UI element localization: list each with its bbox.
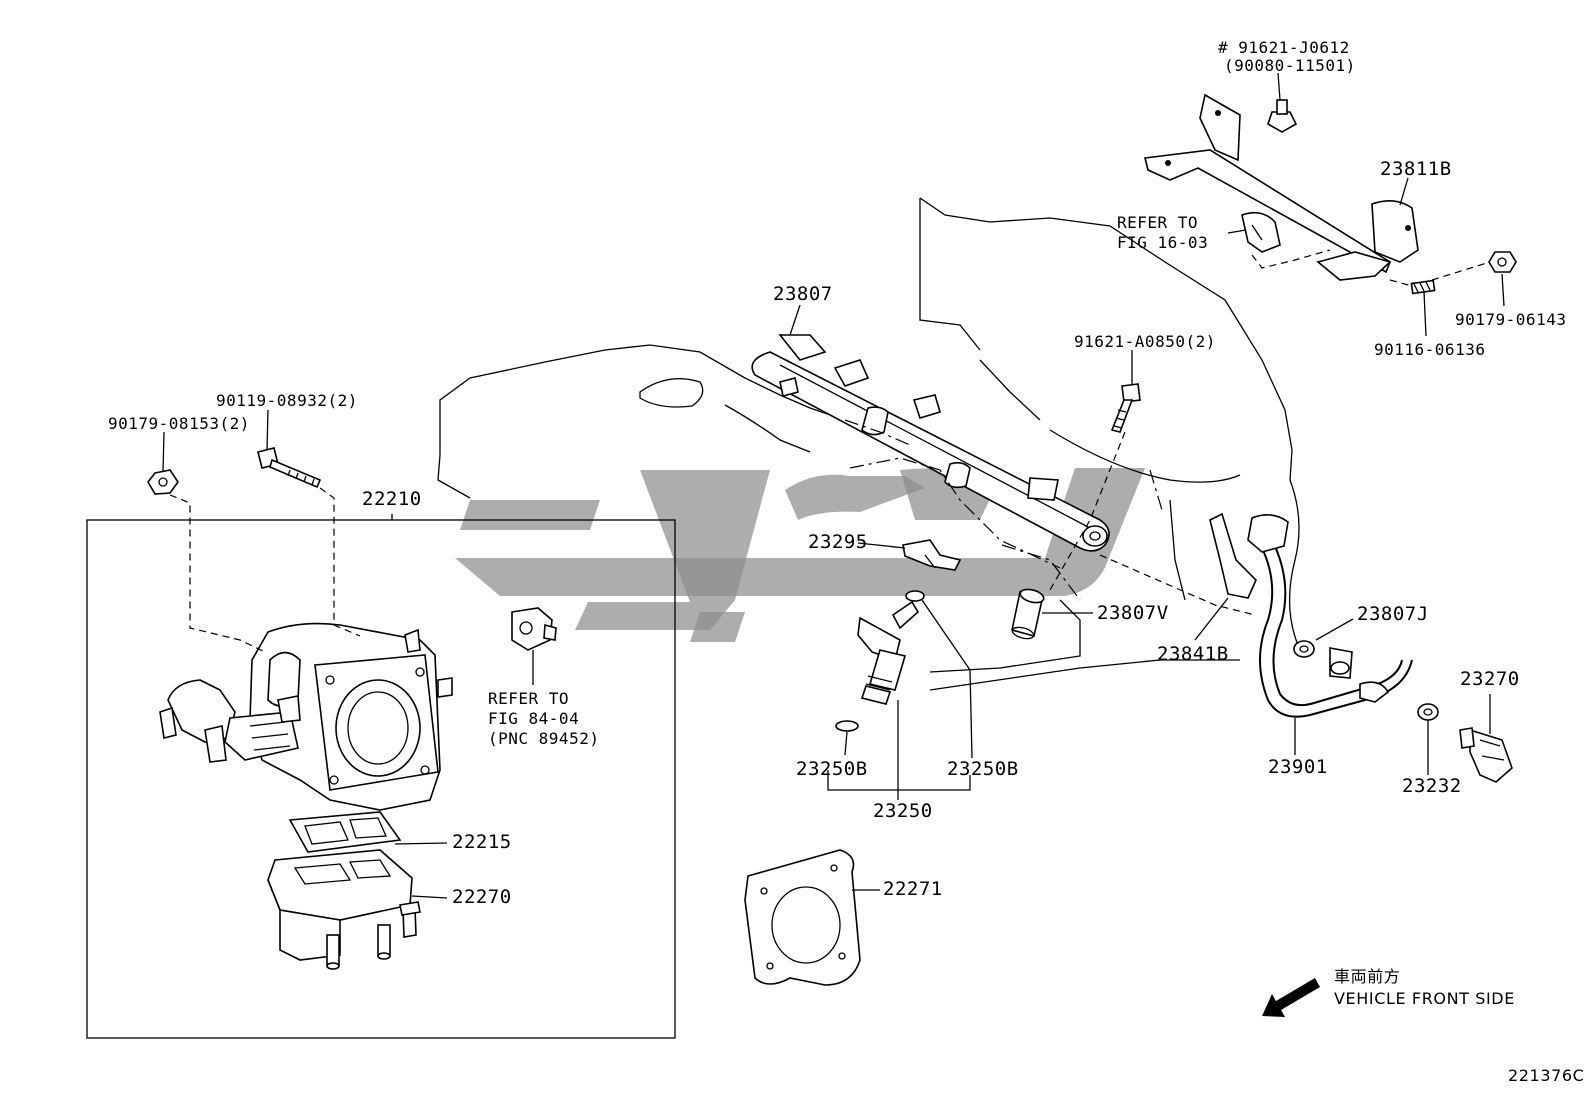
part-label-23807: 23807 — [773, 283, 833, 305]
part-label-23901: 23901 — [1268, 756, 1328, 778]
part-label-23807v: 23807V — [1097, 602, 1169, 624]
reference-line2: FIG 84-04 — [488, 709, 580, 728]
reference-line1: REFER TO — [488, 689, 570, 708]
damper-23807v — [1011, 588, 1045, 640]
throttle-position-sensor-refer — [511, 607, 557, 651]
part-label-91621-j0612: # 91621-J0612 — [1218, 38, 1350, 57]
part-label-23295: 23295 — [808, 531, 868, 553]
throttle-body — [159, 622, 453, 811]
bolt-91621-j0612 — [1267, 99, 1298, 133]
bolt-90119-08932 — [257, 447, 322, 489]
part-label-22271: 22271 — [883, 878, 943, 900]
assembly-label-22210: 22210 — [362, 488, 422, 510]
reference-line2: FIG 16-03 — [1117, 233, 1209, 252]
injector-23250 — [835, 590, 925, 732]
bracket-23841b — [1209, 512, 1257, 599]
clip-refer-16-03 — [1241, 211, 1281, 253]
clip-23295 — [902, 539, 962, 571]
gasket-22271 — [744, 849, 861, 986]
part-label-23250b-left: 23250B — [796, 758, 868, 780]
gasket-22215 — [288, 811, 402, 853]
part-label-90116-06136: 90116-06136 — [1374, 340, 1486, 359]
part-label-90179-08153: 90179-08153(2) — [108, 414, 250, 433]
part-label-23232: 23232 — [1402, 775, 1462, 797]
part-label-90080-11501: (90080-11501) — [1224, 56, 1356, 75]
part-label-91621-a0850: 91621-A0850(2) — [1074, 332, 1216, 351]
fuel-hose-23901 — [1247, 514, 1413, 718]
gasket-23807j — [1293, 640, 1315, 658]
stud-90116-06136 — [1410, 279, 1436, 295]
reference-fig-16-03: REFER TO FIG 16-03 — [1117, 213, 1208, 253]
part-label-23250: 23250 — [873, 800, 933, 822]
alignment-lines — [169, 249, 1491, 653]
union-bolt-23270 — [1459, 727, 1513, 783]
part-label-90179-06143: 90179-06143 — [1455, 310, 1567, 329]
orientation-label-english: VEHICLE FRONT SIDE — [1334, 989, 1515, 1008]
gasket-23232 — [1417, 703, 1439, 721]
bracket-23811b — [1144, 93, 1419, 281]
part-label-23811b: 23811B — [1380, 158, 1452, 180]
nut-90179-06143 — [1488, 251, 1517, 273]
idle-speed-control-valve-22270 — [267, 849, 421, 970]
part-label-22215: 22215 — [452, 831, 512, 853]
intake-manifold-outline — [437, 197, 1301, 691]
part-label-23807j: 23807J — [1357, 603, 1429, 625]
fuel-rail-23807 — [751, 334, 1110, 552]
part-label-22270: 22270 — [452, 886, 512, 908]
leader-lines — [162, 72, 1505, 899]
reference-fig-84-04: REFER TO FIG 84-04 (PNC 89452) — [488, 689, 599, 749]
vehicle-front-arrow-icon — [1262, 978, 1320, 1017]
part-label-23841b: 23841B — [1157, 643, 1229, 665]
figure-code: 221376C — [1508, 1066, 1585, 1085]
part-label-90119-08932: 90119-08932(2) — [216, 391, 358, 410]
bolt-91621-a0850 — [1110, 383, 1141, 433]
reference-line3: (PNC 89452) — [488, 729, 600, 748]
nut-90179-08153 — [147, 469, 179, 495]
throttle-body-assembly-box — [86, 519, 676, 1039]
fitting-23807j — [1329, 647, 1353, 679]
part-label-23270: 23270 — [1460, 668, 1520, 690]
orientation-label-japanese: 車両前方 — [1334, 967, 1401, 986]
part-label-23250b-right: 23250B — [947, 758, 1019, 780]
reference-line1: REFER TO — [1117, 213, 1199, 232]
